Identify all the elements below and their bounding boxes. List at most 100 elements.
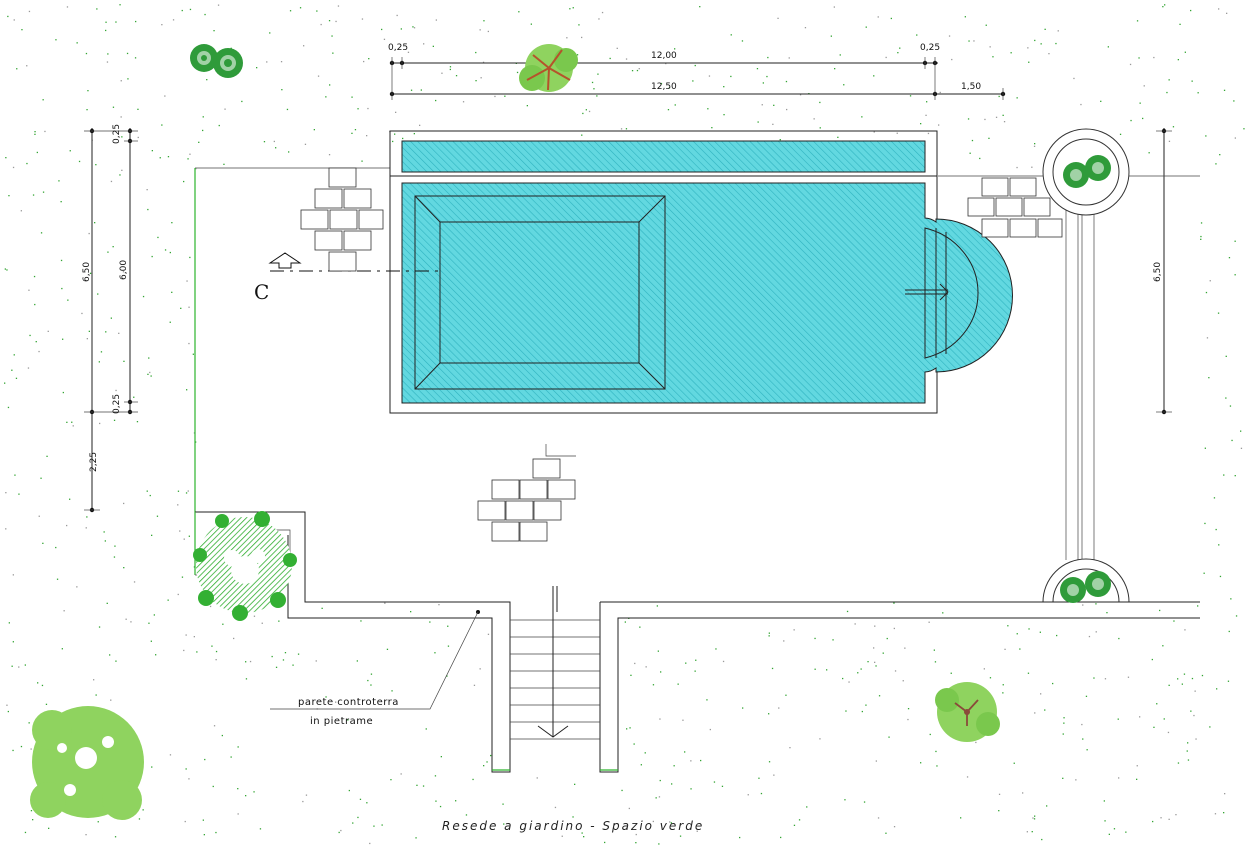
grass-dot xyxy=(813,118,815,120)
grass-dot xyxy=(423,43,425,45)
grass-dot xyxy=(351,132,353,134)
grass-dot xyxy=(11,665,13,667)
grass-dot xyxy=(29,334,31,337)
grass-dot xyxy=(370,684,372,686)
grass-dot xyxy=(447,625,449,627)
grass-dot xyxy=(1028,628,1030,630)
grass-dot xyxy=(1217,312,1220,314)
grass-dot xyxy=(938,124,940,126)
grass-dot xyxy=(585,109,587,111)
grass-dot xyxy=(292,664,294,666)
grass-dot xyxy=(455,800,457,802)
grass-dot xyxy=(164,95,166,97)
grass-dot xyxy=(768,632,770,634)
grass-dot xyxy=(799,94,802,96)
grass-dot xyxy=(256,67,258,69)
grass-dot xyxy=(572,7,574,9)
grass-dot xyxy=(758,777,760,779)
grass-dot xyxy=(1002,684,1004,686)
grass-dot xyxy=(321,607,323,609)
grass-dot xyxy=(24,831,27,834)
grass-dot xyxy=(897,52,899,54)
grass-dot xyxy=(204,758,206,761)
grass-dot xyxy=(1103,800,1105,802)
grass-dot xyxy=(137,136,139,139)
grass-dot xyxy=(1034,39,1036,42)
grass-dot xyxy=(357,816,359,819)
grass-dot xyxy=(1139,102,1141,104)
grass-dot xyxy=(383,38,386,40)
grass-dot xyxy=(804,27,807,29)
grass-dot xyxy=(741,40,744,42)
grass-dot xyxy=(237,813,239,815)
grass-dot xyxy=(183,538,185,540)
grass-dot xyxy=(1040,43,1042,45)
grass-dot xyxy=(690,760,692,762)
grass-dot xyxy=(1057,30,1059,32)
grass-dot xyxy=(354,129,357,131)
grass-dot xyxy=(1205,291,1208,294)
grass-dot xyxy=(462,101,465,103)
grass-dot xyxy=(928,621,930,623)
grass-dot xyxy=(297,653,300,655)
grass-dot xyxy=(400,773,402,775)
grass-dot xyxy=(13,354,15,356)
grass-dot xyxy=(1179,23,1181,25)
grass-dot xyxy=(151,534,153,536)
grass-dot xyxy=(202,819,204,821)
grass-dot xyxy=(230,756,232,758)
grass-dot xyxy=(873,647,875,649)
grass-dot xyxy=(161,24,163,26)
grass-dot xyxy=(72,425,74,427)
grass-dot xyxy=(721,785,724,787)
grass-dot xyxy=(412,26,414,28)
grass-dot xyxy=(432,45,434,47)
grass-dot xyxy=(156,515,159,517)
grass-dot xyxy=(185,768,187,770)
grass-dot xyxy=(126,52,129,55)
grass-dot xyxy=(316,10,318,12)
swimming-pool xyxy=(389,130,1013,414)
grass-dot xyxy=(998,810,1000,812)
grass-dot xyxy=(694,64,696,67)
grass-dot xyxy=(886,637,888,640)
grass-dot xyxy=(188,535,190,537)
grass-dot xyxy=(37,682,39,684)
grass-dot xyxy=(134,57,137,59)
grass-dot xyxy=(78,160,81,163)
grass-dot xyxy=(366,802,368,804)
grass-dot xyxy=(439,805,442,808)
grass-dot xyxy=(20,210,22,212)
grass-dot xyxy=(988,137,990,139)
grass-dot xyxy=(69,150,71,152)
grass-dot xyxy=(885,832,887,834)
grass-dot xyxy=(483,20,485,22)
grass-dot xyxy=(6,269,8,271)
grass-dot xyxy=(1142,117,1144,120)
grass-dot xyxy=(105,29,107,32)
grass-dot xyxy=(968,40,970,42)
grass-dot xyxy=(951,58,953,61)
grass-dot xyxy=(581,832,583,834)
grass-dot xyxy=(119,4,121,6)
grass-dot xyxy=(1004,648,1006,650)
left-dimensions: 0,25 6,50 6,00 0,25 2,25 xyxy=(82,124,138,513)
grass-dot xyxy=(233,637,235,640)
stone-cluster-left xyxy=(300,167,384,272)
grass-dot xyxy=(479,29,481,31)
grass-dot xyxy=(15,377,18,379)
grass-dot xyxy=(110,317,112,319)
grass-dot xyxy=(1197,605,1199,607)
grass-dot xyxy=(860,668,862,670)
grass-dot xyxy=(1151,658,1153,661)
grass-dot xyxy=(34,131,36,133)
grass-dot xyxy=(747,794,749,796)
grass-dot xyxy=(939,91,941,94)
dim-pool-overall-length: 12,50 xyxy=(651,82,677,92)
grass-dot xyxy=(12,166,15,169)
grass-dot xyxy=(598,18,600,20)
grass-dot xyxy=(846,610,849,613)
grass-dot xyxy=(983,668,985,670)
grass-dot xyxy=(289,10,292,12)
grass-dot xyxy=(695,659,697,661)
